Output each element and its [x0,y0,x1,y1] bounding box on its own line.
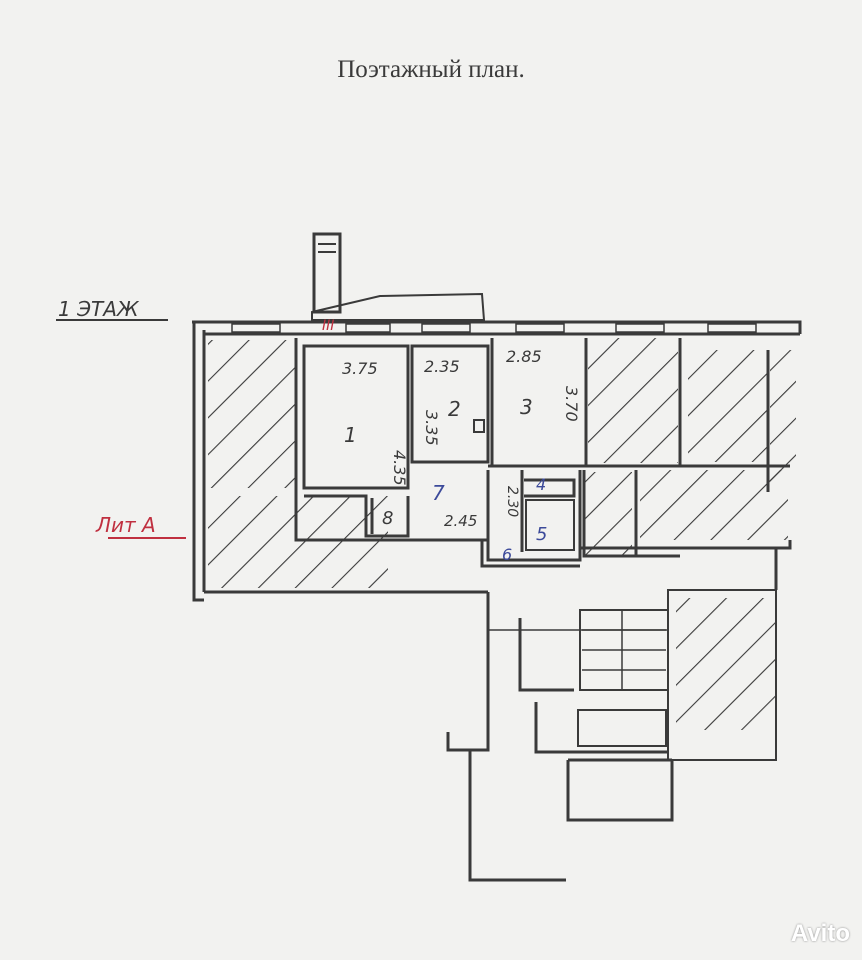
room-8-label: 8 [382,508,393,529]
dim-3-35: 3.35 [422,410,441,446]
dim-3-75: 3.75 [342,359,378,378]
room-4-label: 4 [536,475,546,494]
dim-4-35: 4.35 [390,450,409,486]
floor-label: 1 ЭТАЖ [58,297,140,321]
dim-2-30: 2.30 [504,486,520,517]
room-5-label: 5 [536,524,547,545]
section-mark: III [322,318,334,334]
room-6-label: 6 [502,545,512,564]
dim-2-45: 2.45 [444,512,477,530]
dim-2-35: 2.35 [424,357,460,376]
page-title: Поэтажный план. [337,56,525,83]
room-1-label: 1 [344,423,357,447]
dim-2-85: 2.85 [506,347,542,366]
room-3-label: 3 [520,395,533,419]
room-2-label: 2 [448,397,461,421]
room-7-label: 7 [432,481,445,505]
walls [192,232,802,882]
avito-watermark: Avito [790,920,850,947]
lit-label: Лит А [95,513,156,537]
hatched-areas [208,338,796,730]
dim-3-70: 3.70 [562,386,581,422]
